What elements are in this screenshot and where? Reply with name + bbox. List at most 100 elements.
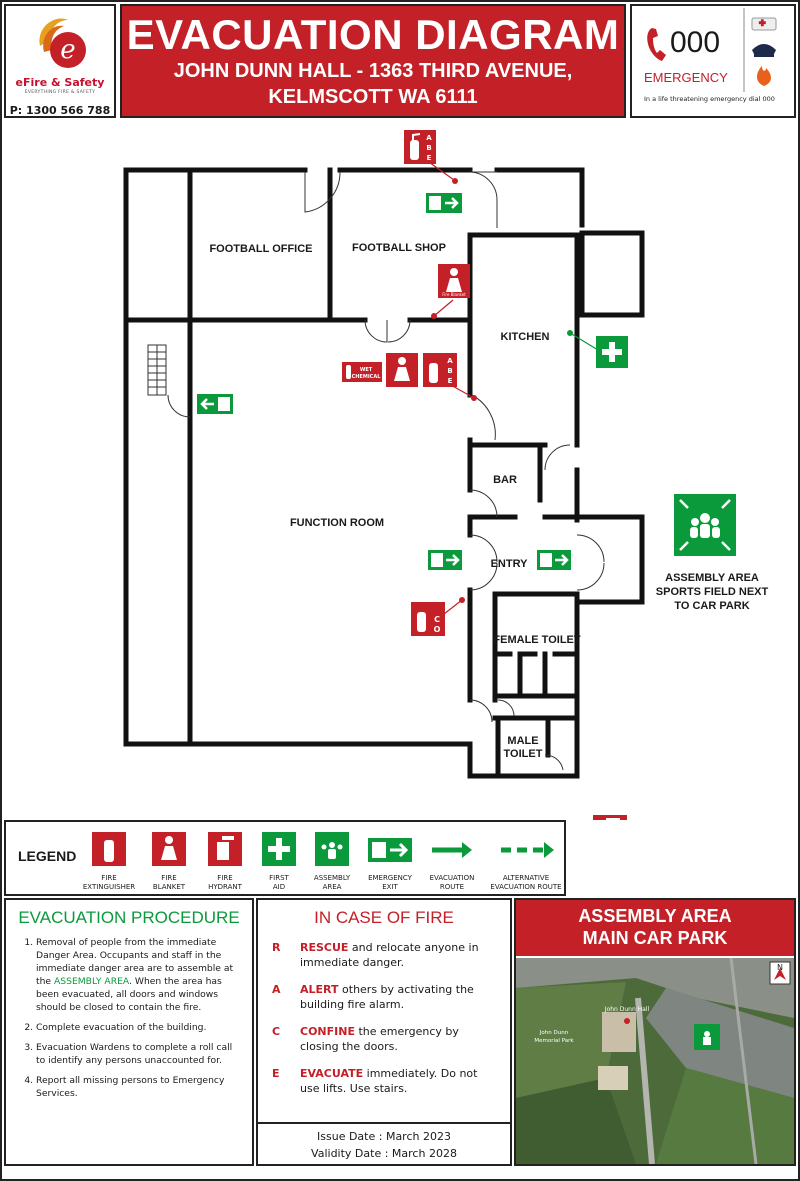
fire-extinguisher-icon <box>92 832 126 866</box>
fire-hydrant-icon <box>593 815 627 820</box>
police-icon <box>752 44 776 57</box>
emergency-box: 000 EMERGENCY In a life threatening emer… <box>630 4 796 118</box>
room-label-football-shop: FOOTBALL SHOP <box>352 242 446 254</box>
legend-title: LEGEND <box>18 848 77 864</box>
emergency-note: In a life threatening emergency dial 000 <box>644 95 775 103</box>
emergency-exit-sign-icon <box>197 394 233 414</box>
wet-chemical-text-2: CHEMICAL <box>352 374 382 380</box>
emergency-exit-icon <box>368 838 412 862</box>
svg-text:B: B <box>447 367 452 375</box>
assembly-label-3: TO CAR PARK <box>674 600 749 612</box>
fire-title: IN CASE OF FIRE <box>314 908 454 927</box>
evacuation-route-icon <box>432 842 472 858</box>
assembly-panel-header: ASSEMBLY AREA MAIN CAR PARK <box>516 900 794 956</box>
fire-blanket-icon <box>152 832 186 866</box>
issue-dates: Issue Date : March 2023 Validity Date : … <box>258 1122 510 1164</box>
svg-text:e: e <box>60 35 75 65</box>
fire-icon <box>757 66 771 86</box>
wet-chemical-text-1: WET <box>360 367 373 373</box>
map-label-hall: John Dunn Hall <box>604 1006 650 1013</box>
assembly-area-panel: ASSEMBLY AREA MAIN CAR PARK N John Dunn … <box>514 898 796 1166</box>
procedure-title: EVACUATION PROCEDURE <box>18 908 240 927</box>
procedure-list: Removal of people from the immediate Dan… <box>36 936 242 1100</box>
company-logo: e eFire & Safety EVERYTHING FIRE & SAFET… <box>4 4 116 118</box>
svg-text:A: A <box>426 134 432 142</box>
co2-extinguisher-icon: C O <box>411 602 445 636</box>
procedure-step-4: Report all missing persons to Emergency … <box>36 1074 242 1100</box>
map-label-park-2: Memorial Park <box>534 1038 574 1044</box>
fire-blanket-icon: Fire Blanket <box>438 264 470 298</box>
room-label-entry: ENTRY <box>491 558 529 570</box>
emergency-exit-sign-icon <box>426 193 462 213</box>
phone-icon <box>647 28 666 61</box>
emergency-label: EMERGENCY <box>644 70 728 85</box>
issue-date: Issue Date : March 2023 <box>317 1130 451 1143</box>
room-label-function-room: FUNCTION ROOM <box>290 517 384 529</box>
page-title: EVACUATION DIAGRAM <box>126 11 620 58</box>
svg-text:E: E <box>427 154 432 162</box>
svg-text:A: A <box>447 357 453 365</box>
first-aid-icon <box>262 832 296 866</box>
doors <box>167 171 605 771</box>
logo-phone: P: 1300 566 788 <box>9 104 111 117</box>
procedure-step-3: Evacuation Wardens to complete a roll ca… <box>36 1041 242 1067</box>
stairs <box>147 344 167 396</box>
wet-chemical-extinguisher-icon: WET CHEMICAL <box>342 362 382 382</box>
emergency-exit-sign-icon <box>428 550 462 570</box>
assembly-area-icon <box>674 494 736 556</box>
room-label-male-toilet-2: TOILET <box>504 748 543 760</box>
assembly-panel-line-2: MAIN CAR PARK <box>582 928 728 948</box>
svg-text:O: O <box>434 625 441 634</box>
ambulance-icon <box>751 17 777 31</box>
alternative-route-icon <box>501 842 554 858</box>
procedure-step-1: Removal of people from the immediate Dan… <box>36 936 242 1014</box>
legend: LEGEND <box>4 820 566 896</box>
svg-text:B: B <box>426 144 431 152</box>
fire-extinguisher-icon: A B E <box>423 353 457 387</box>
aerial-map: N John Dunn Hall John Dunn Memorial Park <box>516 958 794 1164</box>
north-indicator: N <box>777 963 783 972</box>
legend-icons <box>92 832 554 866</box>
first-aid-icon <box>596 336 628 368</box>
fire-blanket-text: Fire Blanket <box>442 292 466 297</box>
logo-brand: eFire & Safety <box>15 76 105 89</box>
validity-date: Validity Date : March 2028 <box>311 1147 457 1160</box>
assembly-label-2: SPORTS FIELD NEXT <box>656 586 769 598</box>
address-line-1: JOHN DUNN HALL - 1363 THIRD AVENUE, <box>173 60 573 82</box>
evacuation-procedure-panel: EVACUATION PROCEDURE Removal of people f… <box>4 898 254 1166</box>
address-line-2: KELMSCOTT WA 6111 <box>268 86 478 108</box>
fire-extinguisher-icon: A B E <box>404 130 436 164</box>
assembly-panel-line-1: ASSEMBLY AREA <box>578 906 732 926</box>
fire-blanket-icon <box>386 353 418 387</box>
title-banner: EVACUATION DIAGRAM JOHN DUNN HALL - 1363… <box>120 4 626 118</box>
assembly-label-1: ASSEMBLY AREA <box>665 572 759 584</box>
room-label-male-toilet: MALE <box>507 735 538 747</box>
emergency-number: 000 <box>670 26 721 59</box>
room-label-kitchen: KITCHEN <box>501 331 550 343</box>
svg-text:E: E <box>448 377 453 385</box>
room-label-football-office: FOOTBALL OFFICE <box>209 243 312 255</box>
procedure-step-2: Complete evacuation of the building. <box>36 1021 242 1034</box>
map-label-park-1: John Dunn <box>539 1030 569 1036</box>
svg-text:C: C <box>434 615 440 624</box>
assembly-area-icon <box>315 832 349 866</box>
building-walls <box>123 167 645 779</box>
efire-logo-icon: e <box>39 18 86 68</box>
emergency-services-icons <box>743 8 777 92</box>
emergency-exit-sign-icon <box>537 550 571 570</box>
fire-hydrant-icon <box>208 832 242 866</box>
